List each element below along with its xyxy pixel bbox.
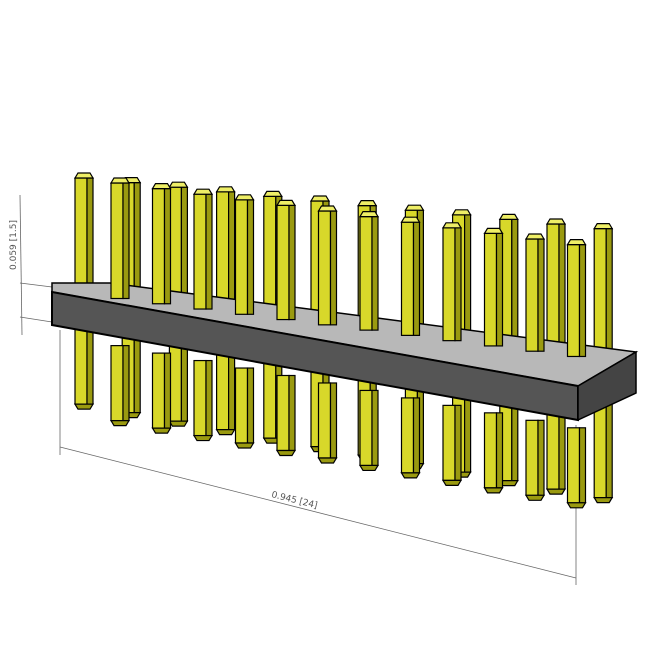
front-pin-upper	[400, 216, 421, 336]
front-pin-lower	[400, 397, 421, 479]
front-pin-upper	[483, 227, 504, 347]
front-pin-lower	[483, 412, 504, 494]
front-pin-upper	[358, 211, 380, 331]
front-pin-upper	[441, 222, 463, 342]
front-pin-lower	[524, 419, 546, 501]
front-pin-lower	[358, 389, 380, 472]
front-pin-upper	[192, 188, 214, 310]
front-pin-upper	[275, 199, 297, 321]
front-pin-lower	[192, 359, 214, 442]
front-pin-upper	[234, 194, 255, 315]
front-pin-lower	[109, 345, 131, 427]
front-pin-upper	[524, 233, 546, 352]
front-pin-upper	[109, 177, 131, 300]
height-dimension-label: 0.059 [1.5]	[9, 220, 19, 270]
front-pin-lower	[317, 382, 338, 464]
front-pin-upper	[151, 183, 172, 305]
front-pin-lower	[275, 374, 297, 457]
front-pin-lower	[151, 352, 172, 434]
front-pin-lower	[566, 427, 587, 509]
length-dimension-label: 0.945 [24]	[270, 490, 318, 511]
front-pin-upper	[317, 205, 338, 326]
front-pin-upper	[566, 239, 587, 358]
housing-end-face	[577, 350, 637, 422]
front-pin-lower	[234, 367, 255, 449]
front-row-pins	[109, 177, 587, 509]
front-pin-lower	[441, 404, 463, 486]
